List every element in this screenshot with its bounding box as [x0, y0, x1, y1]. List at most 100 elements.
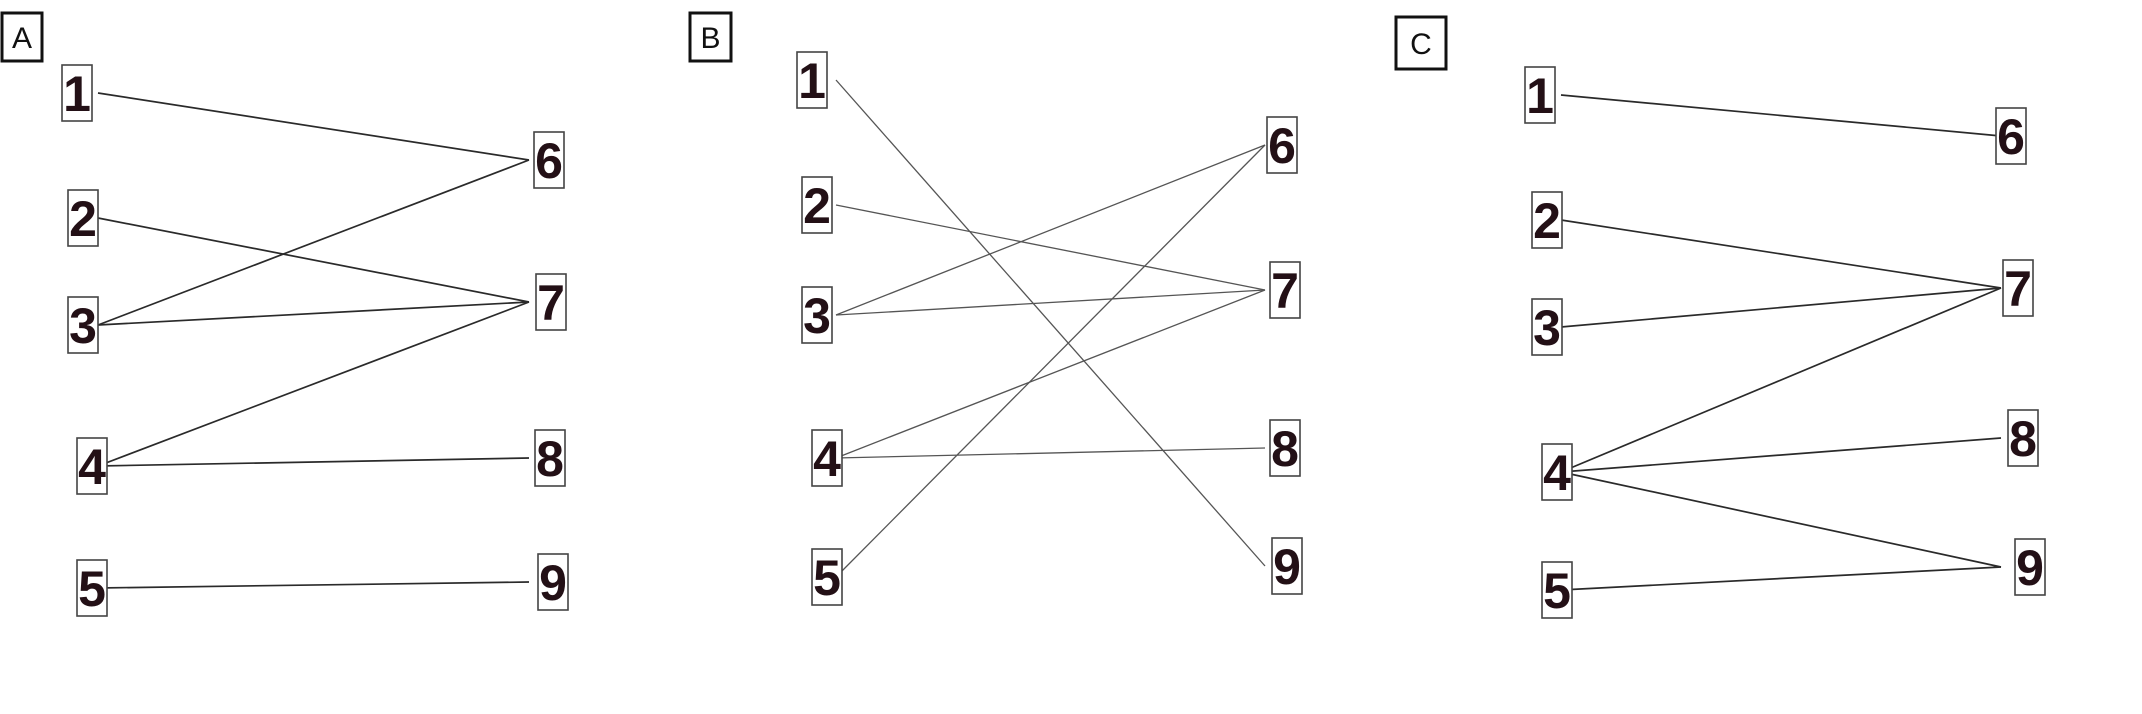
edge-4-8: [1560, 437, 2002, 473]
node-1: 1: [61, 64, 93, 122]
node-2: 2: [801, 176, 833, 234]
node-label: 4: [78, 439, 106, 495]
node-box: [811, 429, 843, 487]
node-label: 8: [2009, 411, 2037, 467]
edge-4-8: [835, 447, 1266, 459]
node-label: 7: [537, 275, 565, 331]
node-box: [1271, 537, 1303, 595]
node-label: 5: [1543, 563, 1571, 619]
node-5: 5: [76, 559, 108, 617]
node-1: 1: [796, 51, 828, 109]
node-label: 5: [813, 550, 841, 606]
node-box: [1269, 419, 1301, 477]
node-label: 8: [536, 431, 564, 487]
node-1: 1: [1524, 66, 1556, 124]
node-box: [1266, 116, 1298, 174]
node-label: 4: [1543, 445, 1571, 501]
edge-1-6: [97, 92, 530, 161]
node-label: 2: [1533, 193, 1561, 249]
edge-5-9: [97, 581, 530, 589]
edge-2-7: [97, 217, 530, 303]
node-box: [796, 51, 828, 109]
node-box: [61, 64, 93, 122]
node-5: 5: [811, 548, 843, 606]
node-box: [1531, 191, 1563, 249]
node-box: [76, 437, 108, 495]
edge-1-6: [1560, 94, 2002, 137]
node-4: 4: [76, 437, 108, 495]
node-label: 3: [69, 298, 97, 354]
panel-label-box: [1394, 15, 1448, 71]
node-box: [67, 189, 99, 247]
node-box: [535, 273, 567, 331]
node-box: [1541, 561, 1573, 619]
node-label: 7: [1271, 263, 1299, 319]
node-6: 6: [533, 131, 565, 189]
node-box: [1524, 66, 1556, 124]
node-8: 8: [1269, 419, 1301, 477]
panel-c: C 1 2 3 4 5 6 7 8 9: [1394, 15, 2046, 619]
node-label: 6: [1997, 109, 2025, 165]
node-6: 6: [1995, 107, 2027, 165]
node-9: 9: [2014, 538, 2046, 596]
panel-b: B 1 2 3 4 5 6 7 8 9: [688, 11, 1303, 606]
node-7: 7: [535, 273, 567, 331]
node-label: 7: [2004, 261, 2032, 317]
node-9: 9: [537, 553, 569, 611]
node-label: 4: [813, 431, 841, 487]
node-box: [67, 296, 99, 354]
node-7: 7: [1269, 261, 1301, 319]
node-6: 6: [1266, 116, 1298, 174]
node-box: [537, 553, 569, 611]
node-box: [1269, 261, 1301, 319]
node-box: [2002, 259, 2034, 317]
node-box: [1995, 107, 2027, 165]
edge-2-7: [1560, 219, 2002, 289]
node-box: [533, 131, 565, 189]
edge-5-6: [835, 144, 1266, 578]
panel-label: C: [1410, 28, 1432, 61]
node-box: [801, 286, 833, 344]
node-5: 5: [1541, 561, 1573, 619]
node-9: 9: [1271, 537, 1303, 595]
node-label: 9: [539, 555, 567, 611]
node-label: 6: [1268, 118, 1296, 174]
node-label: 1: [798, 53, 826, 109]
node-box: [2007, 409, 2039, 467]
node-label: 9: [2016, 540, 2044, 596]
panel-label-box: [688, 11, 733, 63]
edge-4-7: [835, 289, 1266, 459]
node-label: 6: [535, 133, 563, 189]
edge-4-9: [1560, 471, 2002, 568]
panel-label: A: [12, 22, 32, 55]
node-label: 2: [69, 191, 97, 247]
node-8: 8: [2007, 409, 2039, 467]
node-3: 3: [801, 286, 833, 344]
node-box: [811, 548, 843, 606]
edge-5-9: [1560, 566, 2002, 591]
node-box: [76, 559, 108, 617]
edge-4-7: [1560, 287, 2002, 473]
node-label: 1: [63, 66, 91, 122]
node-2: 2: [67, 189, 99, 247]
edge-2-7: [835, 204, 1266, 291]
node-label: 9: [1273, 539, 1301, 595]
node-box: [2014, 538, 2046, 596]
panel-label: B: [700, 22, 720, 55]
node-7: 7: [2002, 259, 2034, 317]
node-8: 8: [534, 429, 566, 487]
edge-4-8: [97, 457, 530, 467]
node-label: 3: [1533, 300, 1561, 356]
node-box: [801, 176, 833, 234]
node-label: 5: [78, 561, 106, 617]
edge-3-7: [835, 289, 1266, 316]
node-box: [1531, 298, 1563, 356]
node-3: 3: [1531, 298, 1563, 356]
edge-3-7: [1560, 287, 2002, 328]
node-label: 8: [1271, 421, 1299, 477]
edge-1-9: [835, 79, 1266, 567]
node-3: 3: [67, 296, 99, 354]
edge-3-6: [835, 144, 1266, 316]
